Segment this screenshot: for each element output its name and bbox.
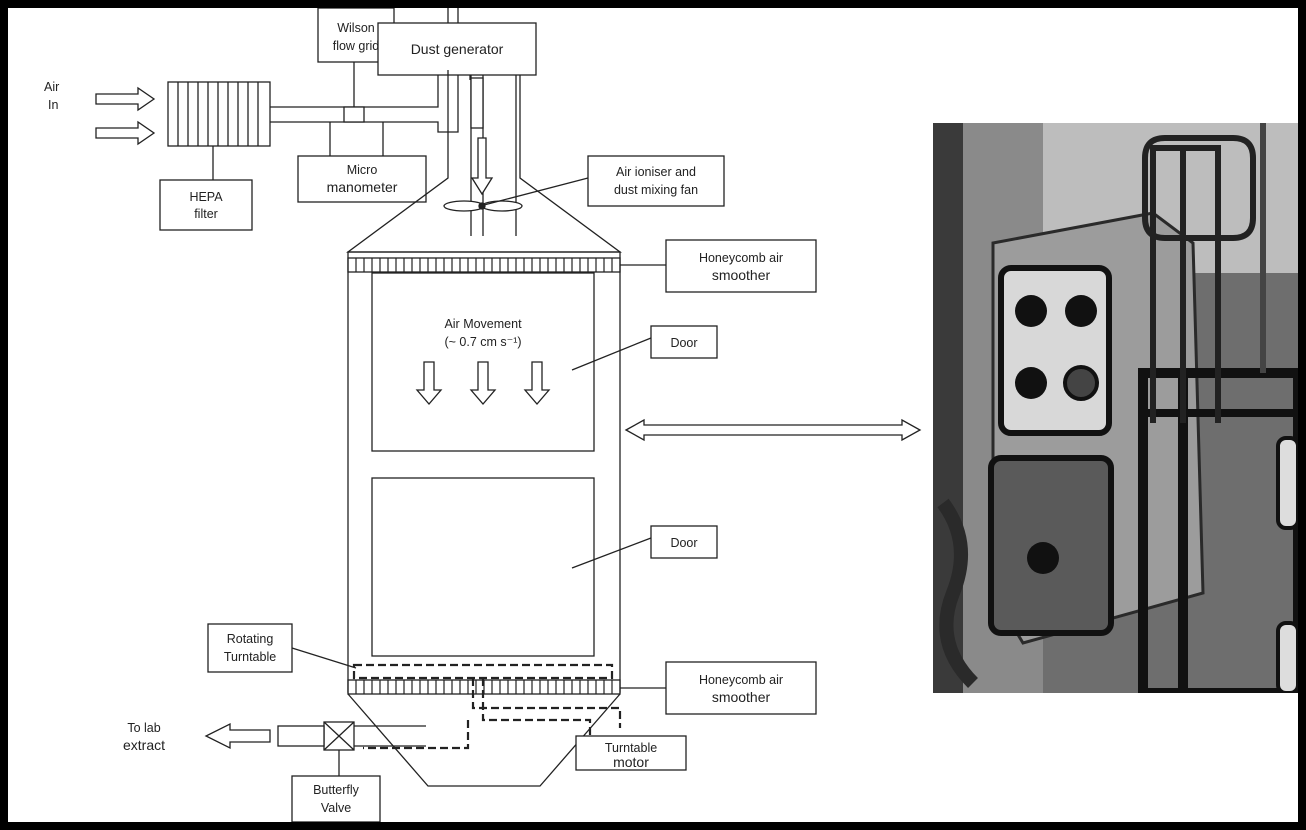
extract-arrow [206,724,270,748]
honeycomb-top [348,258,620,272]
ioniser-label-1: Air ioniser and [616,165,696,179]
door-label-1: Door [670,336,697,350]
lab-extract-label-2: extract [123,737,165,753]
feed-down-arrow [472,138,492,194]
air-movement-label-1: Air Movement [444,317,522,331]
apparatus-photo [933,123,1298,693]
wilson-flow-grid [344,107,364,122]
figure-canvas: Air In HEPA filter Wilson flow grid Micr… [8,8,1298,822]
air-in-label-2: In [48,98,58,112]
ioniser-label-box [588,156,724,206]
lower-door [372,478,594,656]
hepa-label-box [160,180,252,230]
hepa-label-2: filter [194,207,218,221]
wilson-label-1: Wilson [337,21,375,35]
honeycomb-top-label-box [666,240,816,292]
outlet-pipe [278,726,324,746]
motor-label-2: motor [613,754,649,770]
honeycomb-bottom-label-2: smoother [712,689,771,705]
door-label-2: Door [670,536,697,550]
butterfly-label-2: Valve [321,801,351,815]
apparatus-photo-illustration [933,123,1298,693]
air-in-label-1: Air [44,80,59,94]
motor-label-1: Turntable [605,741,657,755]
hepa-label-1: HEPA [189,190,223,204]
ioniser-label-2: dust mixing fan [614,183,698,197]
air-movement-label-2: (~ 0.7 cm s⁻¹) [444,335,521,349]
lab-extract-label-1: To lab [127,721,160,735]
mixing-fan [444,201,522,211]
honeycomb-bottom-label-box [666,662,816,714]
manometer-label-2: manometer [327,179,398,195]
wilson-label-2: flow grid [333,39,380,53]
honeycomb-top-label-1: Honeycomb air [699,251,783,265]
rotating-turntable [354,665,612,678]
manometer-label-1: Micro [347,163,378,177]
air-in-arrow-bottom [96,122,154,144]
turntable-label-2: Turntable [224,650,276,664]
honeycomb-bottom-label-1: Honeycomb air [699,673,783,687]
honeycomb-top-label-2: smoother [712,267,771,283]
double-arrow [626,420,920,440]
dust-generator-label: Dust generator [411,41,504,57]
air-in-arrow-top [96,88,154,110]
hepa-filter [168,82,270,146]
butterfly-label-1: Butterfly [313,783,360,797]
turntable-label-1: Rotating [227,632,274,646]
